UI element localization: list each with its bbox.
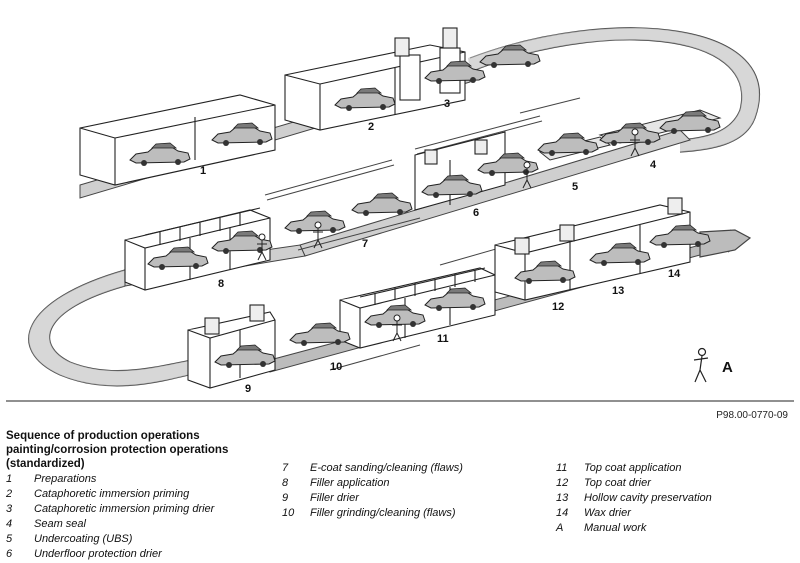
station-label-6: 6 bbox=[473, 207, 479, 219]
station-label-14: 14 bbox=[668, 268, 681, 280]
conveyor-loop-top bbox=[469, 39, 743, 141]
exit-arrow bbox=[699, 229, 752, 258]
manual-work-label: A bbox=[722, 359, 733, 376]
worker-icon bbox=[392, 314, 402, 342]
station-label-2: 2 bbox=[368, 121, 374, 133]
worker-icon bbox=[630, 128, 640, 157]
worker-icon bbox=[313, 221, 323, 249]
station-label-10: 10 bbox=[330, 361, 342, 373]
car bbox=[351, 192, 413, 217]
worker-icon bbox=[257, 233, 267, 261]
station-label-1: 1 bbox=[200, 165, 206, 177]
production-line-illustration: 1 2 3 4 5 6 7 8 9 10 11 12 13 14 A bbox=[6, 27, 794, 402]
station-label-13: 13 bbox=[612, 285, 624, 297]
station-9 bbox=[187, 304, 276, 389]
station-label-5: 5 bbox=[572, 181, 578, 193]
manual-work-icon bbox=[693, 347, 709, 383]
station-label-8: 8 bbox=[218, 278, 224, 290]
worker-icon bbox=[522, 161, 532, 189]
production-line-diagram: 1 2 3 4 5 6 7 8 9 10 11 12 13 14 A bbox=[6, 27, 794, 402]
station-tunnel-1 bbox=[79, 94, 276, 186]
car bbox=[284, 210, 346, 235]
station-11 bbox=[339, 267, 496, 349]
station-12-14 bbox=[494, 197, 691, 301]
station-label-3: 3 bbox=[444, 98, 450, 110]
station-tunnel-2 bbox=[284, 44, 466, 131]
reference-code: P98.00-0770-09 bbox=[716, 410, 788, 421]
car bbox=[537, 132, 599, 157]
station-label-12: 12 bbox=[552, 301, 564, 313]
station-label-11: 11 bbox=[437, 333, 449, 345]
station-label-7: 7 bbox=[362, 238, 368, 250]
station-8 bbox=[124, 207, 271, 291]
station-label-9: 9 bbox=[245, 383, 251, 395]
legend-title: Sequence of production operations painti… bbox=[6, 430, 229, 470]
station-label-4: 4 bbox=[650, 159, 657, 171]
